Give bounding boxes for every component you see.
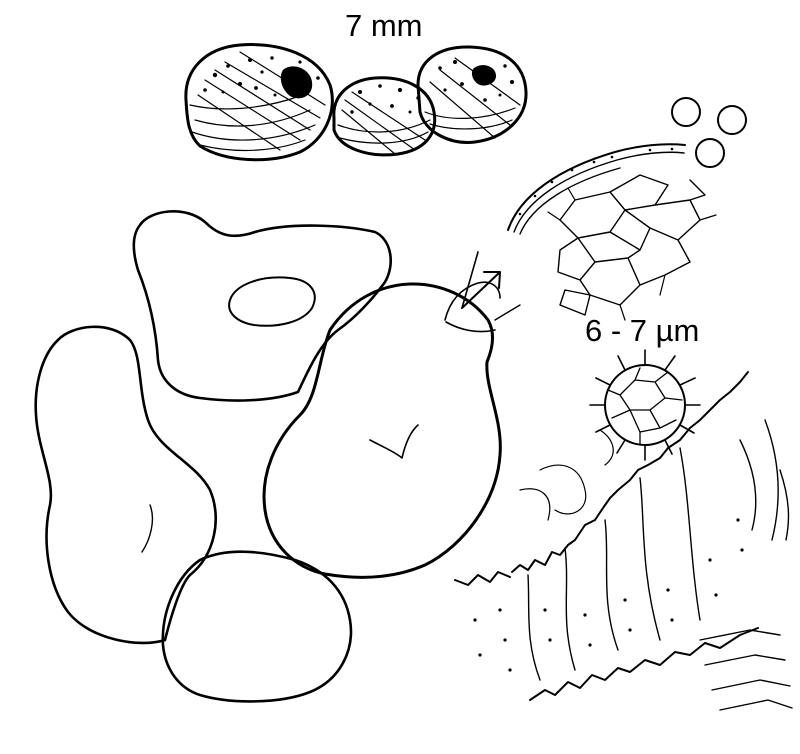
fruitbody-scale-label: 7 mm: [345, 8, 423, 43]
fruitbody-right: [416, 45, 528, 144]
section-outline-top: [132, 210, 393, 402]
spore-cell-3: [695, 138, 725, 168]
spore-scale-label: 6 - 7 µm: [585, 313, 700, 348]
section-outline-right: [262, 282, 502, 579]
section-outline-left: [34, 325, 217, 645]
section-outline-bottom: [161, 550, 353, 703]
fruitbodies-group: [184, 43, 528, 162]
spore-cell-2: [717, 105, 747, 135]
sections-group: [34, 210, 502, 703]
section-hole: [228, 276, 316, 327]
spore-detail-group: [589, 349, 701, 461]
hymenium-detail-group: [454, 371, 793, 711]
fruitbody-left: [184, 43, 334, 162]
magnify-arrow-group: [444, 251, 521, 333]
fruitbody-middle: [332, 76, 437, 157]
tissue-detail-group: [507, 97, 747, 321]
spore-cell-1: [671, 97, 701, 127]
arrow-icon: [461, 271, 501, 309]
